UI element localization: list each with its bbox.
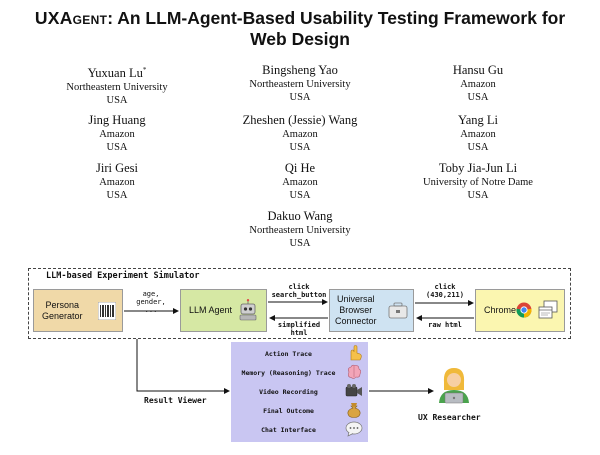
persona-label-line2: Generator [42, 310, 83, 321]
title-prefix: UXAgent [34, 8, 108, 28]
simulator-label: LLM-based Experiment Simulator [46, 271, 200, 281]
author-name: Hansu Gu [452, 63, 504, 77]
click-line2: search_button [271, 291, 327, 299]
llm-agent-label: LLM Agent [189, 305, 233, 315]
universal-browser-connector-box: Universal Browser Connector [329, 289, 414, 332]
author-block: Dakuo Wang Northeastern University USA [210, 208, 390, 250]
author-block: Toby Jia-Jun Li University of Notre Dame… [388, 160, 568, 202]
author-affiliation: Amazon [99, 129, 135, 140]
author-block: Jing Huang Amazon USA [27, 112, 207, 154]
author-block: Bingsheng Yao Northeastern University US… [210, 62, 390, 104]
brain-icon [348, 364, 362, 379]
author-block: Jiri Gesi Amazon USA [27, 160, 207, 202]
author-country: USA [106, 142, 128, 153]
author-name: Qi He [284, 161, 316, 175]
author-affiliation: Amazon [99, 177, 135, 188]
ubc-line1: Universal [337, 294, 375, 304]
author-country: USA [289, 142, 311, 153]
author-block: Yuxuan Lu* Northeastern University USA [27, 62, 207, 107]
viewer-item-video-recording: Video Recording [259, 388, 318, 396]
author-affiliation: University of Notre Dame [423, 177, 533, 188]
author-affiliation: Amazon [282, 129, 318, 140]
pointing-hand-icon [350, 345, 362, 361]
author-name: Yang Li [457, 113, 499, 127]
author-name: Zheshen (Jessie) Wang [242, 113, 358, 127]
simulator-to-viewer-arrow [136, 339, 230, 394]
click-action-label: click search_button [270, 283, 328, 299]
persona-arrow-label: age, gender, ... [128, 290, 174, 314]
title-rest: : An LLM-Agent-Based Usability Testing F… [107, 8, 566, 28]
title-line2: Web Design [250, 29, 350, 49]
author-country: USA [467, 190, 489, 201]
click2-line1: click [434, 283, 456, 291]
author-block: Yang Li Amazon USA [388, 112, 568, 154]
chrome-label: Chrome [484, 305, 517, 315]
click2-line2: (430,211) [426, 291, 464, 299]
viewer-item-final-outcome: Final Outcome [263, 407, 314, 415]
author-name: Yuxuan Lu [87, 66, 143, 81]
author-affiliation: Amazon [460, 79, 496, 90]
author-name: Jiri Gesi [95, 161, 138, 175]
author-country: USA [289, 92, 311, 103]
result-viewer-panel: Action Trace Memory (Reasoning) Trace Vi… [231, 342, 368, 442]
barcode-icon [98, 302, 116, 320]
ubc-line2: Browser [339, 305, 373, 315]
author-country: USA [467, 142, 489, 153]
author-affiliation: Northeastern University [249, 225, 351, 236]
ubc-line3: Connector [335, 316, 377, 326]
toolbox-icon [388, 302, 408, 319]
chrome-logo-icon [516, 302, 532, 318]
viewer-item-chat-interface: Chat Interface [261, 426, 316, 434]
author-country: USA [289, 238, 311, 249]
author-affiliation: Northeastern University [249, 79, 351, 90]
ux-researcher-icon [439, 368, 469, 404]
author-country: USA [106, 95, 128, 107]
author-country: USA [106, 190, 128, 201]
author-block: Zheshen (Jessie) Wang Amazon USA [210, 112, 390, 154]
author-country: USA [289, 190, 311, 201]
author-block: Hansu Gu Amazon USA [388, 62, 568, 104]
author-name: Toby Jia-Jun Li [438, 161, 518, 175]
author-name: Bingsheng Yao [262, 63, 338, 77]
author-affiliation: Amazon [460, 129, 496, 140]
author-affiliation: Northeastern University [66, 82, 168, 94]
author-name: Jing Huang [88, 113, 146, 127]
click-coord-label: click (430,211) [420, 283, 470, 299]
speech-bubble-icon [345, 421, 363, 437]
persona-arrow-line2: gender, ... [136, 298, 166, 314]
paper-title: UXAgent: An LLM-Agent-Based Usability Te… [0, 8, 600, 50]
video-camera-icon [345, 384, 362, 397]
result-viewer-label: Result Viewer [144, 396, 207, 405]
viewer-item-memory-trace: Memory (Reasoning) Trace [241, 369, 336, 377]
author-affiliation: Amazon [282, 177, 318, 188]
browser-windows-icon [538, 300, 558, 319]
robot-icon [239, 299, 257, 321]
author-block: Qi He Amazon USA [210, 160, 390, 202]
persona-label-line1: Persona [45, 299, 80, 310]
author-name: Dakuo Wang [267, 209, 333, 223]
click-line1: click [288, 283, 310, 291]
author-footnote-mark: * [142, 66, 147, 74]
simplified-html-label: simplified html [277, 321, 321, 337]
viewer-item-action-trace: Action Trace [265, 350, 312, 358]
author-country: USA [467, 92, 489, 103]
money-bag-icon [347, 403, 361, 418]
ux-researcher-label: UX Researcher [418, 413, 481, 422]
persona-arrow-line1: age, [142, 290, 160, 298]
raw-html-label: raw html [428, 321, 462, 329]
